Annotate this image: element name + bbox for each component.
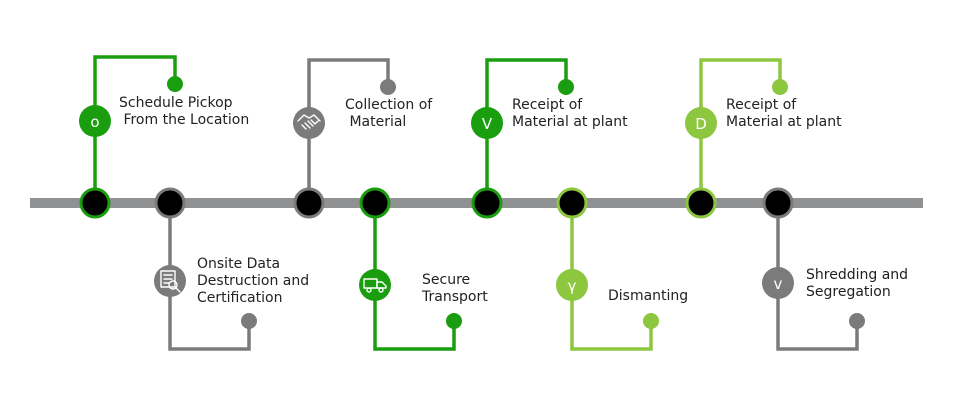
truck-icon	[359, 269, 391, 301]
timeline-node	[359, 187, 391, 219]
step-label: Shredding and Segregation	[806, 267, 909, 300]
step-label: Collection of Material	[345, 97, 433, 130]
icon-badge	[556, 269, 588, 301]
letter-d-icon: D	[685, 107, 717, 139]
letter-v-small-icon: v	[762, 267, 794, 299]
connector-end-dot	[772, 79, 788, 95]
icon-badge	[762, 267, 794, 299]
icon-badge	[154, 265, 186, 297]
icon-glyph: D	[695, 115, 707, 133]
timeline-node	[471, 187, 503, 219]
icon-badge	[685, 107, 717, 139]
step-label: Receipt of Material at plant	[726, 97, 842, 130]
connector-end-dot	[849, 313, 865, 329]
step-3	[293, 58, 396, 219]
icon-badge	[79, 105, 111, 137]
icon-glyph: v	[774, 275, 783, 293]
handshake-icon-shape	[297, 114, 321, 130]
icon-badge	[471, 107, 503, 139]
step-5: V	[471, 58, 574, 219]
icon-badge	[359, 269, 391, 301]
shredder-document-icon-shape	[160, 270, 181, 293]
shredder-document-icon	[154, 265, 186, 297]
timeline-node	[685, 187, 717, 219]
step-label: Onsite Data Destruction and Certificatio…	[197, 256, 310, 306]
timeline-node	[79, 187, 111, 219]
step-6: γ	[556, 187, 659, 351]
connector-end-dot	[446, 313, 462, 329]
step-8: v	[762, 187, 865, 351]
step-label: Receipt of Material at plant	[512, 97, 628, 130]
timeline-node	[154, 187, 186, 219]
truck-icon-shape	[363, 278, 387, 293]
letter-v-icon: V	[471, 107, 503, 139]
icon-badge	[293, 107, 325, 139]
step-label: Secure Transport	[422, 272, 488, 305]
timeline-node	[556, 187, 588, 219]
timeline-node	[293, 187, 325, 219]
step-4	[359, 187, 462, 351]
connector-end-dot	[380, 79, 396, 95]
step-label: Schedule Pickop From the Location	[119, 95, 250, 128]
connector-end-dot	[167, 76, 183, 92]
step-7: D	[685, 58, 788, 219]
step-2	[154, 187, 257, 351]
icon-glyph: γ	[568, 277, 577, 295]
handshake-icon	[293, 107, 325, 139]
letter-o-icon: o	[79, 105, 111, 137]
icon-glyph: V	[482, 115, 493, 133]
step-1: o	[79, 55, 183, 219]
timeline-node	[762, 187, 794, 219]
connector-end-dot	[241, 313, 257, 329]
step-label: Dismanting	[608, 288, 689, 304]
icon-glyph: o	[90, 113, 99, 131]
letter-gamma-icon: γ	[556, 269, 588, 301]
connector-end-dot	[558, 79, 574, 95]
connector-end-dot	[643, 313, 659, 329]
